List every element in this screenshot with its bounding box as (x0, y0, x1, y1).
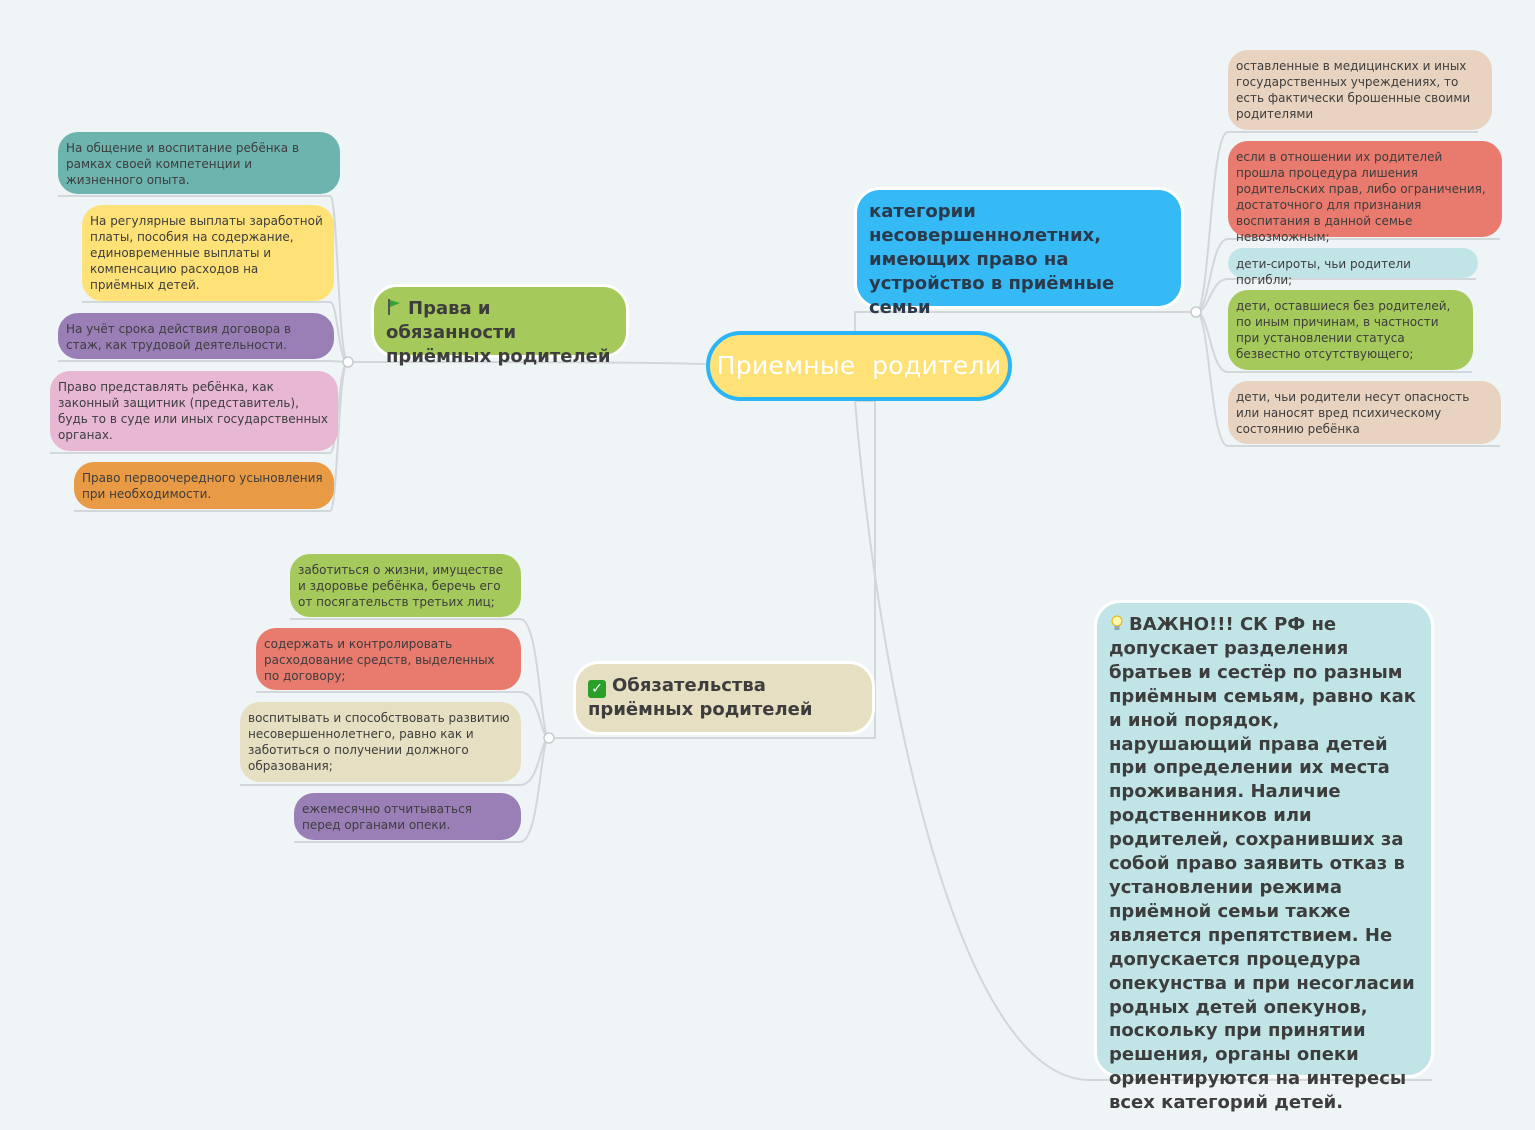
branch-categories-title: категории несовершеннолетних, имеющих пр… (869, 201, 1115, 318)
rights-item-communication[interactable]: На общение и воспитание ребёнка в рамках… (58, 132, 340, 194)
list-item-text: оставленные в медицинских и иных государ… (1236, 59, 1471, 121)
list-item-text: На регулярные выплаты заработной платы, … (90, 214, 323, 292)
branch-important-note[interactable]: ВАЖНО!!! СК РФ не допускает разделения б… (1094, 600, 1434, 1113)
flag-icon (388, 299, 400, 315)
list-item-text: Право первоочередного усыновления при не… (82, 471, 323, 501)
list-item-text: дети-сироты, чьи родители погибли; (1236, 257, 1411, 287)
duties-item-funds[interactable]: содержать и контролировать расходование … (256, 628, 521, 690)
list-item-text: воспитывать и способствовать развитию не… (248, 711, 510, 773)
root-node[interactable]: Приемные родители (706, 331, 1012, 401)
rights-item-representation[interactable]: Право представлять ребёнка, как законный… (50, 371, 338, 451)
branch-rights[interactable]: Права и обязанности приёмных родителей (371, 284, 629, 367)
list-item-text: На учёт срока действия договора в стаж, … (66, 322, 292, 352)
checkmark-icon: ✓ (588, 680, 606, 698)
list-item-text: Право представлять ребёнка, как законный… (58, 380, 328, 442)
list-item-text: дети, оставшиеся без родителей, по иным … (1236, 299, 1451, 361)
branch-rights-title: Права и обязанности приёмных родителей (386, 298, 611, 367)
lightbulb-icon (1111, 615, 1123, 630)
list-item-text: ежемесячно отчитываться перед органами о… (302, 802, 472, 832)
rights-item-seniority[interactable]: На учёт срока действия договора в стаж, … (58, 313, 334, 359)
branch-categories[interactable]: категории несовершеннолетних, имеющих пр… (854, 187, 1184, 318)
category-item-other-reasons[interactable]: дети, оставшиеся без родителей, по иным … (1228, 290, 1473, 370)
category-item-abandoned[interactable]: оставленные в медицинских и иных государ… (1228, 50, 1492, 130)
duties-item-education[interactable]: воспитывать и способствовать развитию не… (240, 702, 521, 782)
list-item-text: На общение и воспитание ребёнка в рамках… (66, 141, 300, 187)
duties-item-care[interactable]: заботиться о жизни, имуществе и здоровье… (290, 554, 521, 617)
note-text: ВАЖНО!!! СК РФ не допускает разделения б… (1109, 614, 1416, 1114)
branch-duties-title: Обязательства приёмных родителей (588, 675, 813, 720)
duties-item-report[interactable]: ежемесячно отчитываться перед органами о… (294, 793, 521, 840)
rights-item-payments[interactable]: На регулярные выплаты заработной платы, … (82, 205, 334, 301)
root-label: Приемные родители (716, 351, 1002, 381)
category-item-orphans[interactable]: дети-сироты, чьи родители погибли; (1228, 248, 1478, 287)
rights-item-adoption[interactable]: Право первоочередного усыновления при не… (74, 462, 334, 509)
list-item-text: содержать и контролировать расходование … (264, 637, 495, 683)
category-item-deprived[interactable]: если в отношении их родителей прошла про… (1228, 141, 1502, 244)
category-item-danger[interactable]: дети, чьи родители несут опасность или н… (1228, 381, 1501, 444)
list-item-text: если в отношении их родителей прошла про… (1236, 150, 1486, 244)
branch-duties[interactable]: ✓Обязательства приёмных родителей (573, 661, 875, 735)
list-item-text: заботиться о жизни, имуществе и здоровье… (298, 563, 504, 609)
list-item-text: дети, чьи родители несут опасность или н… (1236, 390, 1470, 436)
